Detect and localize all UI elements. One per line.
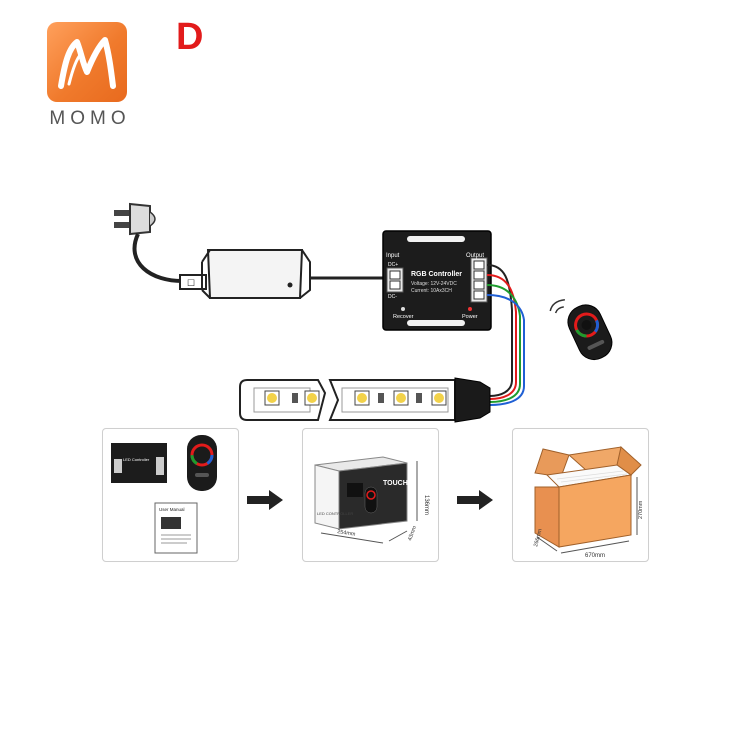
box-brand: TOUCH	[383, 480, 408, 487]
controller-title: RGB Controller	[411, 271, 462, 278]
power-plug	[114, 202, 156, 236]
box-side-label: LED CONTROLLER	[317, 511, 353, 516]
arrow-right-icon	[457, 490, 493, 510]
wiring-diagram: ☐ Input Output DC+ DC- RGB Controller Vo…	[114, 202, 613, 423]
carton-height-label: 270mm	[638, 500, 644, 519]
user-manual: User Manual	[154, 502, 198, 554]
retail-box-panel: TOUCH LED CONTROLLER 136mm 254mm 43mm	[302, 428, 439, 562]
carton-length-label: 670mm	[585, 553, 605, 559]
brand-name: MOMO	[49, 108, 131, 129]
arrow-right-icon	[247, 490, 283, 510]
box-height-label: 136mm	[423, 495, 429, 515]
controller-dc-minus-label: DC-	[388, 294, 397, 300]
brand-logo-mark	[58, 37, 116, 89]
package-contents-panel: LED Controller User Manual	[102, 428, 239, 562]
rgb-controller	[382, 230, 492, 331]
controller-current-spec: Current: 10Ax3CH	[411, 288, 452, 294]
box-width-label: 254mm	[337, 529, 356, 538]
led-strip	[239, 377, 491, 423]
box-depth-label: 43mm	[407, 525, 418, 542]
controller-output-label: Output	[466, 253, 484, 259]
adapter-strain-relief	[179, 274, 207, 290]
mini-remote	[187, 435, 217, 491]
controller-dc-plus-label: DC+	[388, 262, 398, 268]
touch-remote	[549, 299, 613, 361]
variant-letter: D	[176, 16, 204, 58]
power-adapter	[201, 249, 311, 299]
carton-width-label: 266mm	[533, 528, 544, 548]
output-wires	[486, 264, 525, 406]
controller-voltage-spec: Voltage: 12V-24VDC	[411, 281, 457, 287]
adapter-plug-mark: ☐	[187, 278, 195, 288]
controller-input-label: Input	[386, 253, 400, 259]
shipping-carton-panel: 670mm 266mm 270mm	[512, 428, 649, 562]
controller-recover-label: Recover	[393, 314, 414, 320]
mains-cable	[132, 233, 186, 284]
manual-title: User Manual	[159, 507, 185, 512]
controller-power-label: Power	[462, 314, 478, 320]
mini-controller-title: LED Controller	[123, 457, 150, 462]
brand-logo-tile	[47, 22, 127, 102]
